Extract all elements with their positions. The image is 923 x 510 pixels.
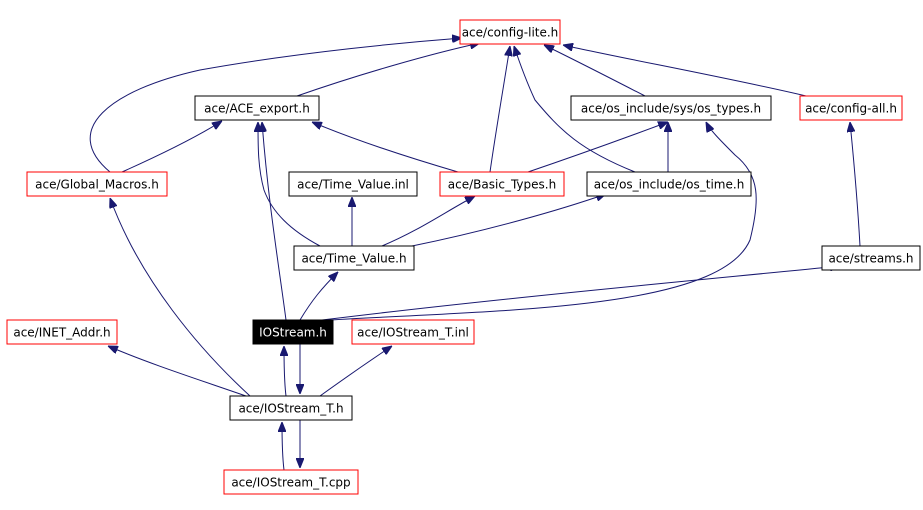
node-box-config-lite — [459, 19, 561, 45]
edge-os-time-to-config-lite — [514, 46, 636, 173]
node-iostream-t-inl[interactable]: ace/IOStream_T.inl — [351, 319, 475, 345]
node-ace-export[interactable]: ace/ACE_export.h — [194, 95, 320, 121]
node-label-streams: ace/streams.h — [828, 252, 913, 266]
edge-iostream-t-cpp-to-iostream-t — [282, 422, 284, 471]
edge-os-types-to-config-lite — [544, 45, 646, 97]
edge-global-macros-to-ace-export — [121, 121, 222, 173]
node-label-os-types: ace/os_include/sys/os_types.h — [581, 102, 761, 116]
node-os-types[interactable]: ace/os_include/sys/os_types.h — [570, 95, 772, 121]
node-config-lite[interactable]: ace/config-lite.h — [459, 19, 561, 45]
node-inet-addr[interactable]: ace/INET_Addr.h — [6, 319, 118, 345]
node-box-global-macros — [26, 171, 168, 197]
edge-basic-types-to-ace-export — [312, 122, 459, 173]
node-label-config-lite: ace/config-lite.h — [462, 26, 559, 40]
node-box-os-types — [570, 95, 772, 121]
node-box-time-value — [293, 245, 415, 271]
node-box-iostream-t-inl — [351, 319, 475, 345]
edge-basic-types-to-config-lite — [489, 46, 510, 173]
node-label-time-value-inl: ace/Time_Value.inl — [297, 178, 409, 192]
node-iostream-t-cpp[interactable]: ace/IOStream_T.cpp — [223, 469, 359, 495]
node-label-global-macros: ace/Global_Macros.h — [35, 178, 159, 192]
node-box-iostream-t-cpp — [223, 469, 359, 495]
edge-global-macros-to-config-lite — [89, 38, 462, 173]
node-iostream-t[interactable]: ace/IOStream_T.h — [229, 395, 353, 421]
edge-streams-to-config-all — [850, 122, 861, 247]
node-label-ace-export: ace/ACE_export.h — [204, 102, 310, 116]
node-label-iostream: IOStream.h — [259, 326, 327, 340]
node-box-config-all — [799, 95, 903, 121]
edge-iostream-t-to-global-macros — [110, 198, 251, 397]
edge-iostream-t-to-iostream-t-inl — [319, 346, 392, 397]
node-time-value-inl[interactable]: ace/Time_Value.inl — [288, 171, 418, 197]
edge-layer — [89, 38, 861, 471]
node-time-value[interactable]: ace/Time_Value.h — [293, 245, 415, 271]
edge-iostream-to-os-types — [329, 122, 757, 321]
node-box-iostream — [252, 319, 334, 345]
node-global-macros[interactable]: ace/Global_Macros.h — [26, 171, 168, 197]
node-iostream: IOStream.h — [252, 319, 334, 345]
node-label-basic-types: ace/Basic_Types.h — [448, 178, 556, 192]
edge-config-all-to-config-lite — [563, 45, 807, 97]
node-label-os-time: ace/os_include/os_time.h — [594, 178, 745, 192]
node-label-config-all: ace/config-all.h — [805, 102, 897, 116]
node-os-time[interactable]: ace/os_include/os_time.h — [586, 171, 752, 197]
node-streams[interactable]: ace/streams.h — [821, 245, 921, 271]
node-box-iostream-t — [229, 395, 353, 421]
edge-iostream-t-to-inet-addr — [108, 346, 247, 397]
node-box-os-time — [586, 171, 752, 197]
node-label-inet-addr: ace/INET_Addr.h — [13, 326, 110, 340]
edge-iostream-to-streams — [321, 266, 840, 321]
node-box-time-value-inl — [288, 171, 418, 197]
edge-time-value-to-ace-export — [258, 122, 321, 247]
edge-ace-export-to-config-lite — [296, 43, 480, 97]
edge-iostream-to-time-value — [299, 272, 338, 321]
edge-time-value-to-basic-types — [381, 196, 475, 247]
node-label-iostream-t-cpp: ace/IOStream_T.cpp — [231, 476, 350, 490]
edge-iostream-to-ace-export — [262, 122, 287, 321]
node-basic-types[interactable]: ace/Basic_Types.h — [439, 171, 565, 197]
node-layer: ace/config-lite.h ace/ACE_export.h ace/os_… — [6, 19, 921, 495]
node-label-time-value: ace/Time_Value.h — [301, 252, 406, 266]
node-label-iostream-t: ace/IOStream_T.h — [238, 402, 343, 416]
edge-time-value-to-os-time — [411, 194, 606, 247]
node-box-inet-addr — [6, 319, 118, 345]
edge-iostream-t-to-iostream — [284, 346, 286, 397]
node-label-iostream-t-inl: ace/IOStream_T.inl — [357, 326, 469, 340]
node-config-all[interactable]: ace/config-all.h — [799, 95, 903, 121]
node-box-ace-export — [194, 95, 320, 121]
edge-basic-types-to-os-types — [527, 122, 668, 173]
node-box-basic-types — [439, 171, 565, 197]
node-box-streams — [821, 245, 921, 271]
